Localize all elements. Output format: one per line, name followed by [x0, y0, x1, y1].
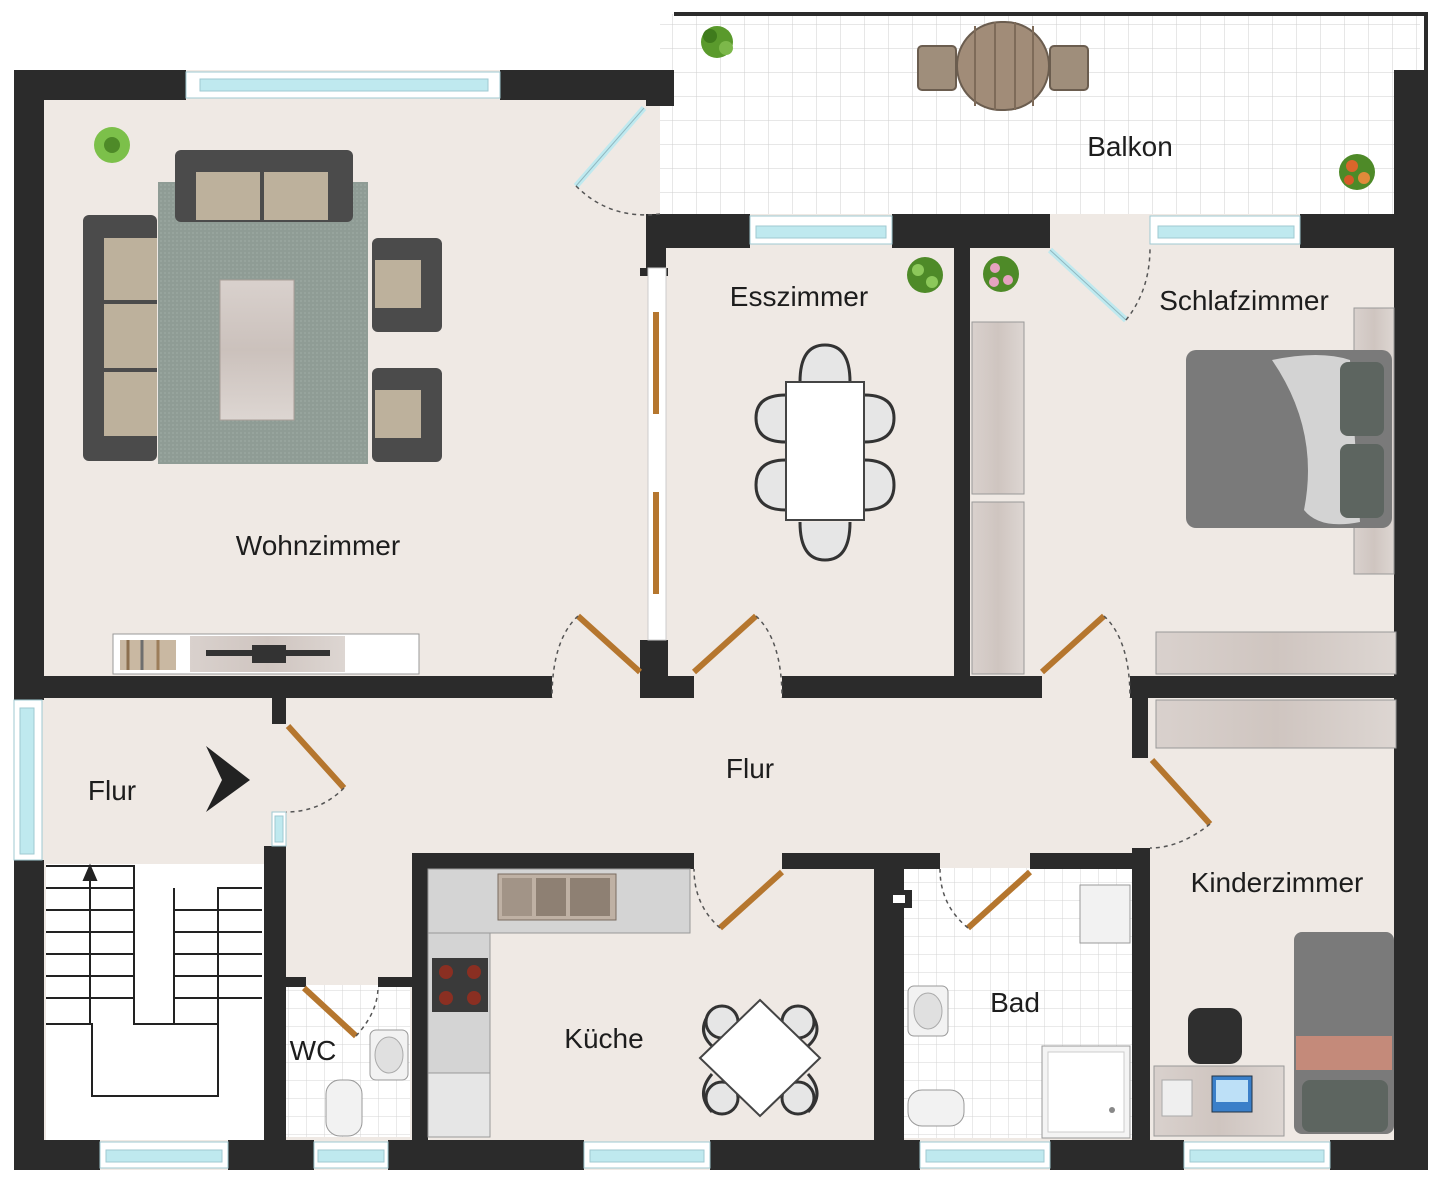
door-kinderzimmer[interactable] [1149, 757, 1213, 849]
door-kueche[interactable] [693, 868, 785, 931]
plant-icon [701, 26, 733, 58]
bed-icon [1294, 932, 1394, 1134]
room-label-flur-left: Flur [88, 775, 136, 806]
office-chair-icon [1188, 1008, 1242, 1064]
dresser [1155, 631, 1397, 675]
sink-icon [369, 1029, 409, 1081]
wardrobe [971, 321, 1025, 675]
room-label-flur-main: Flur [726, 753, 774, 784]
toilet-icon [325, 1079, 363, 1137]
windows [13, 71, 1331, 1169]
balcony-dining-set [917, 21, 1089, 111]
door-balkon-wohnzimmer[interactable] [573, 106, 661, 216]
door-bad[interactable] [939, 868, 1033, 931]
door-wohnzimmer-flur[interactable] [551, 613, 643, 699]
door-esszimmer-flur[interactable] [691, 613, 783, 699]
coffee-table [219, 279, 295, 421]
sink-icon [497, 873, 617, 921]
armchair-icon [372, 368, 442, 462]
door-balkon-schlafzimmer[interactable] [1047, 247, 1151, 323]
plant-icon [983, 256, 1019, 292]
door-wc[interactable] [301, 985, 379, 1039]
room-label-balkon: Balkon [1087, 131, 1173, 162]
dining-table-icon [698, 998, 822, 1118]
entrance-arrow-icon [206, 746, 250, 812]
shower-icon [1041, 1045, 1131, 1139]
sofa-icon [83, 215, 157, 461]
sofa-icon [175, 150, 353, 222]
sliding-door-wohn-ess[interactable] [647, 267, 667, 641]
door-schlafzimmer-flur[interactable] [1039, 613, 1131, 699]
sink-icon [907, 985, 949, 1037]
laptop-icon [1211, 1075, 1253, 1113]
room-label-kueche: Küche [564, 1023, 643, 1054]
armchair-icon [372, 238, 442, 332]
walls [14, 12, 1428, 1170]
toilet-icon [907, 1089, 965, 1127]
dining-table-icon [754, 343, 896, 562]
plant-icon [94, 127, 130, 163]
doors [285, 106, 1213, 1039]
cabinet [1079, 884, 1131, 944]
room-label-wohnzimmer: Wohnzimmer [236, 530, 400, 561]
tv-sideboard [112, 633, 420, 675]
papers [1161, 1079, 1193, 1117]
staircase-icon [46, 863, 264, 1140]
stove-icon [432, 958, 488, 1012]
bed-icon [1186, 307, 1395, 575]
room-label-esszimmer: Esszimmer [730, 281, 868, 312]
room-label-wc: WC [290, 1035, 337, 1066]
door-flur-entrance[interactable] [285, 723, 347, 813]
room-label-kinderzimmer: Kinderzimmer [1191, 867, 1364, 898]
room-label-bad: Bad [990, 987, 1040, 1018]
room-label-schlafzimmer: Schlafzimmer [1159, 285, 1329, 316]
shelf [1155, 699, 1397, 749]
plant-icon [1339, 154, 1375, 190]
plant-icon [907, 257, 943, 293]
